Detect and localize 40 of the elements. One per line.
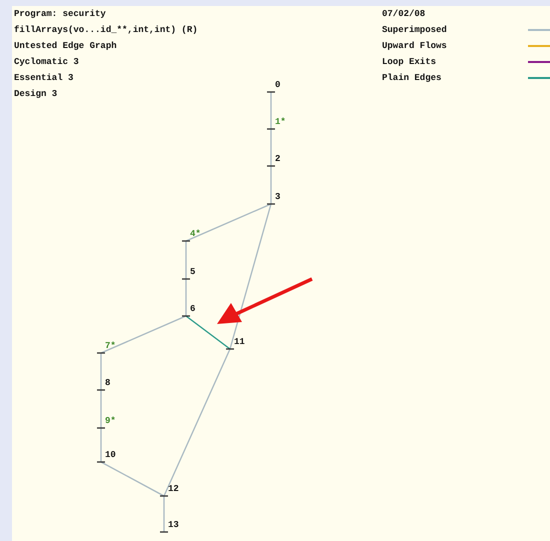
node-label: 11	[226, 337, 245, 349]
graph-edge	[270, 92, 272, 129]
legend-text: Upward Flows	[382, 40, 447, 53]
node-label: 8	[97, 378, 110, 390]
graph-edge	[185, 279, 187, 316]
graph-edge	[186, 315, 230, 350]
node-label: 7*	[97, 341, 116, 353]
header-text: Design 3	[14, 88, 58, 101]
graph-edge	[186, 203, 272, 242]
node-label: 4*	[182, 229, 201, 241]
header-text: Cyclomatic 3	[14, 56, 80, 69]
graph-edge	[100, 428, 102, 462]
date-text: 07/02/08	[382, 8, 426, 21]
graph-edge	[270, 166, 272, 204]
legend-text: Loop Exits	[382, 56, 436, 69]
node-label: 13	[160, 520, 179, 532]
graph-edge	[163, 496, 165, 532]
graph-edge	[100, 390, 102, 428]
node-label: 5	[182, 267, 196, 279]
graph-edge	[229, 204, 272, 350]
header-text: Essential 3	[14, 72, 74, 85]
header-text: fillArrays(vo...id_**,int,int) (R)	[14, 24, 198, 37]
node-label: 2	[267, 154, 280, 166]
graph-edge	[185, 241, 187, 279]
node-label: 6	[182, 304, 196, 316]
legend-text: Plain Edges	[382, 72, 442, 85]
node-label: 1*	[267, 117, 286, 129]
graph-edge	[100, 315, 186, 354]
node-label: 3	[267, 192, 280, 204]
graph-edge	[100, 461, 164, 497]
graph-edge	[163, 348, 231, 496]
graph-edge	[100, 353, 102, 390]
header-text: Program: security	[14, 8, 107, 21]
legend-text: Superimposed	[382, 24, 447, 37]
graph-edge	[270, 129, 272, 166]
header-text: Untested Edge Graph	[14, 40, 118, 53]
node-label: 0	[267, 80, 280, 92]
node-label: 9*	[97, 416, 116, 428]
node-label: 12	[160, 484, 179, 496]
node-label: 10	[97, 450, 116, 462]
